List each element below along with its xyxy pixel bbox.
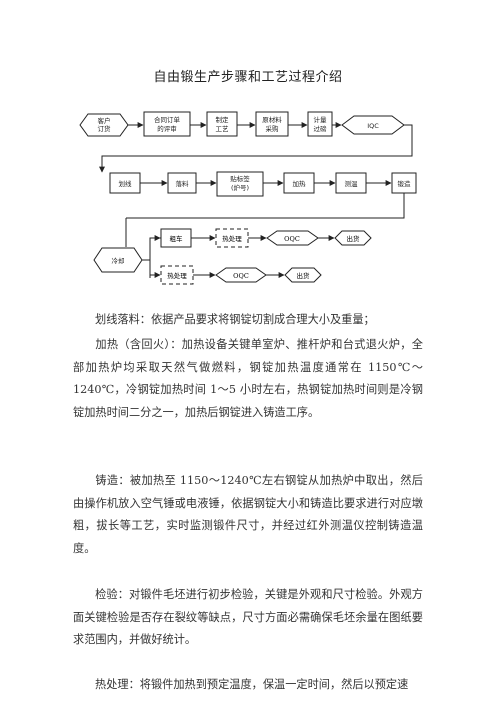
process-flowchart: 客户 订货 合同订单 的评审 制定 工艺 原材料 采购 计量 过磅 IQC 划线… — [79, 111, 417, 273]
shipment-1-shape — [334, 230, 372, 246]
measure-check-line2: 过磅 — [314, 124, 328, 133]
marking-label: 划线 — [119, 179, 133, 188]
connector-row2-cooling — [126, 193, 405, 219]
shipment-2-label: 出货 — [297, 271, 311, 280]
customer-order-line1: 客户 — [98, 116, 111, 125]
heat-treatment-1-box — [215, 228, 249, 248]
heating-label: 加热 — [293, 179, 307, 188]
shipment-1-label: 出货 — [347, 234, 361, 243]
paragraph-forging: 铸造：被加热至 1150～1240℃左右钢锭从加热炉中取出，然后由操作机放入空气… — [73, 474, 423, 555]
heat-treatment-2-label: 热处理 — [167, 271, 187, 280]
iqc-label: IQC — [367, 122, 379, 130]
labeling-box — [216, 171, 264, 197]
heat-treatment-2-box — [160, 265, 194, 285]
process-plan-line1: 制定 — [216, 115, 230, 124]
process-flowchart-branches: 粗车 热处理 OQC 出货 热处理 OQC 出货 — [149, 228, 372, 285]
paragraph-marking: 划线落料：依据产品要求将钢锭切割成合理大小及重量； — [95, 313, 375, 326]
cooling-label: 冷却 — [112, 256, 125, 265]
material-purchase-line2: 采购 — [266, 124, 280, 133]
contract-review-line1: 合同订单 — [154, 115, 181, 124]
customer-order-line2: 订货 — [98, 124, 112, 133]
paragraph-inspection: 检验：对锻件毛坯进行初步检验，关键是外观和尺寸检验。外观方面关键检验是否存在裂纹… — [73, 588, 423, 646]
cutting-label: 落料 — [176, 179, 190, 188]
shipment-2-shape — [284, 267, 322, 283]
contract-review-box — [143, 111, 191, 137]
oqc-1-label: OQC — [284, 235, 300, 243]
measure-check-box — [307, 111, 333, 137]
heat-treatment-1-label: 热处理 — [222, 234, 242, 243]
labeling-line1: 贴标签 — [230, 174, 250, 183]
paragraph-heat-treatment: 热处理：将锻件加热到预定温度，保温一定时间，然后以预定速 — [95, 678, 409, 691]
contract-review-line2: 的评审 — [157, 124, 177, 133]
labeling-line2: (炉号) — [231, 183, 249, 192]
process-plan-box — [206, 111, 238, 137]
paragraph-heating: 加热（含回火）：加热设备关键单室炉、推杆炉和台式退火炉，全部加热炉均采取天然气做… — [73, 338, 423, 419]
process-plan-line2: 工艺 — [216, 125, 230, 133]
material-purchase-box — [255, 111, 289, 137]
page-title: 自由锻生产步骤和工艺过程介绍 — [153, 70, 343, 85]
oqc-2-label: OQC — [233, 272, 249, 280]
rough-machining-label: 粗车 — [170, 234, 184, 243]
measure-check-line1: 计量 — [314, 115, 328, 124]
connector-row1-row2 — [99, 124, 413, 173]
material-purchase-line1: 原材料 — [262, 115, 282, 124]
forging-label: 锻造 — [398, 179, 412, 188]
temperature-label: 测温 — [345, 179, 359, 188]
